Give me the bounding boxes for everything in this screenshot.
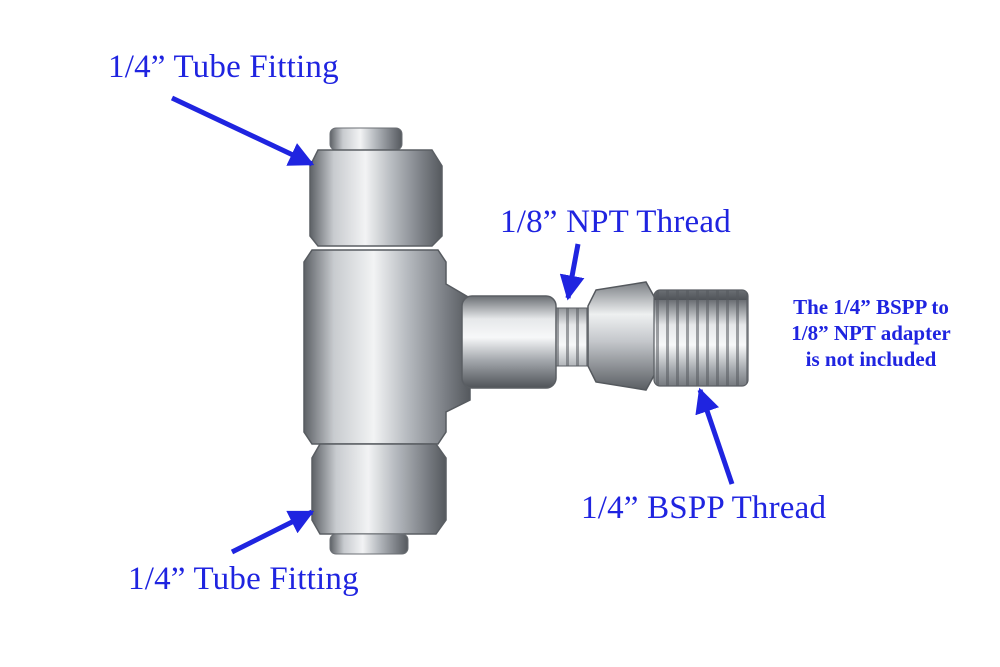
adapter-hex (587, 281, 657, 391)
arrow-top-fitting (170, 95, 315, 167)
note-line-2: 1/8” NPT adapter (791, 321, 951, 345)
arrow-npt-thread (559, 243, 585, 301)
top-nut (309, 149, 443, 247)
annotation-arrows (170, 95, 735, 555)
top-tube-end (329, 127, 403, 151)
note-line-1: The 1/4” BSPP to (793, 295, 949, 319)
bottom-nut (311, 443, 447, 535)
bottom-tube-end (329, 533, 409, 555)
bspp-thread-section (653, 289, 749, 387)
side-branch (461, 295, 557, 389)
label-npt-thread: 1/8” NPT Thread (500, 204, 731, 240)
arrow-bspp-thread (695, 387, 735, 485)
tee-body (303, 249, 471, 445)
arrow-bottom-fitting (230, 509, 315, 555)
adapter-not-included-note: The 1/4” BSPP to 1/8” NPT adapter is not… (752, 294, 990, 372)
label-top-tube-fitting: 1/4” Tube Fitting (108, 49, 339, 85)
note-line-3: is not included (805, 347, 937, 371)
label-bspp-thread: 1/4” BSPP Thread (581, 490, 827, 526)
bspp-npt-adapter (555, 281, 749, 391)
tee-fitting (303, 127, 557, 555)
label-bottom-tube-fitting: 1/4” Tube Fitting (128, 561, 359, 597)
